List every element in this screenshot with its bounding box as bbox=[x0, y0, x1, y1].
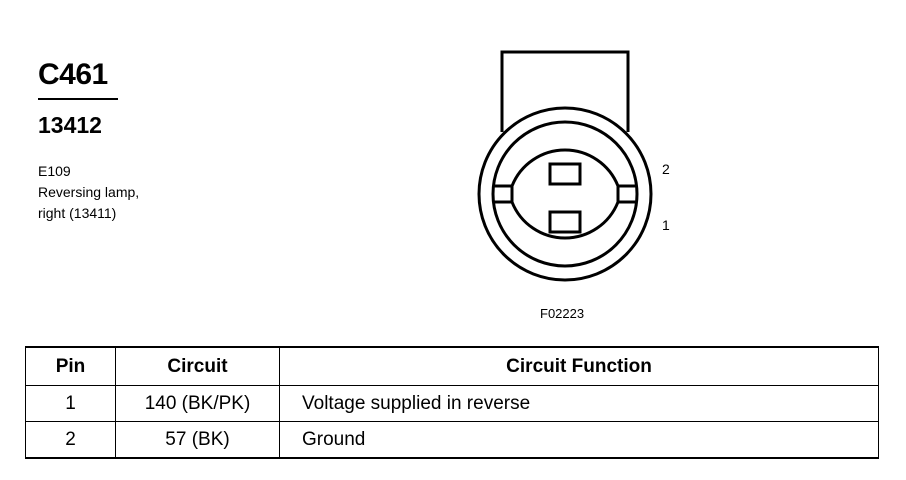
cell-pin: 1 bbox=[25, 385, 116, 422]
table-row: 2 57 (BK) Ground bbox=[25, 421, 879, 459]
connector-inner-ring bbox=[491, 120, 639, 268]
pin-circuit-table: Pin Circuit Circuit Function 1 140 (BK/P… bbox=[25, 346, 879, 459]
connector-housing-tab bbox=[500, 50, 630, 132]
description-line: right (13411) bbox=[38, 205, 117, 221]
column-header-circuit: Circuit bbox=[115, 346, 280, 386]
connector-outer-ring bbox=[477, 106, 653, 282]
pin-2-terminal bbox=[548, 162, 582, 186]
column-header-pin: Pin bbox=[25, 346, 116, 386]
cell-circuit: 57 (BK) bbox=[115, 421, 280, 459]
pin-1-terminal bbox=[548, 210, 582, 234]
pin-label: 1 bbox=[662, 217, 670, 233]
cell-circuit-function: Voltage supplied in reverse bbox=[279, 385, 879, 422]
cell-pin: 2 bbox=[25, 421, 116, 459]
part-number: 13412 bbox=[38, 112, 102, 138]
description-line: E109 bbox=[38, 163, 71, 179]
connector-id: C461 bbox=[38, 58, 108, 91]
description-line: Reversing lamp, bbox=[38, 184, 140, 200]
table-row: 1 140 (BK/PK) Voltage supplied in revers… bbox=[25, 385, 879, 422]
cell-circuit: 140 (BK/PK) bbox=[115, 385, 280, 422]
column-header-circuit-function: Circuit Function bbox=[279, 346, 879, 386]
title-underline bbox=[38, 98, 118, 100]
pin-label: 2 bbox=[662, 161, 670, 177]
connector-description: E109 Reversing lamp, right (13411) bbox=[38, 161, 139, 224]
figure-id: F02223 bbox=[540, 306, 584, 321]
cell-circuit-function: Ground bbox=[279, 421, 879, 459]
connector-keyway bbox=[494, 184, 636, 204]
table-header-row: Pin Circuit Circuit Function bbox=[25, 346, 879, 386]
connector-inner-boundary bbox=[510, 148, 620, 240]
connector-face-diagram: 2 1 F02223 bbox=[477, 50, 670, 321]
